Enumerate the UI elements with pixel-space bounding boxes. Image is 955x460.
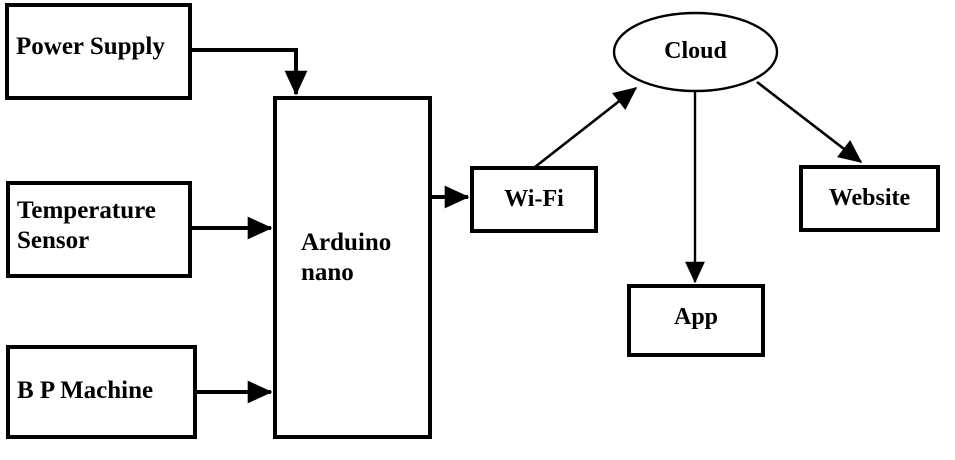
edge-wifi-to-cloud bbox=[534, 86, 638, 169]
node-temperature-sensor[interactable] bbox=[6, 181, 192, 278]
node-wifi[interactable] bbox=[470, 166, 598, 233]
node-arduino-nano[interactable] bbox=[273, 96, 432, 439]
edge-cloud-to-website bbox=[756, 80, 863, 164]
node-app[interactable] bbox=[627, 284, 765, 357]
node-cloud[interactable] bbox=[612, 11, 779, 93]
node-website[interactable] bbox=[799, 165, 940, 232]
edge-power-supply-to-arduino bbox=[190, 48, 308, 96]
node-power-supply[interactable] bbox=[5, 3, 192, 100]
node-bp-machine[interactable] bbox=[6, 345, 197, 439]
